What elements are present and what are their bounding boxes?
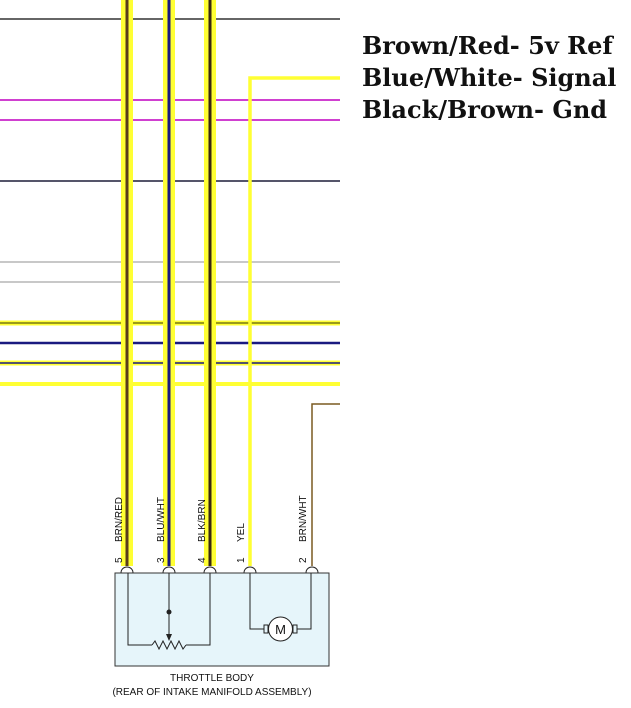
wire-legend: Brown/Red- 5v Ref Blue/White- Signal Bla… bbox=[362, 30, 616, 126]
motor-label: M bbox=[275, 622, 286, 637]
component-subtitle: (REAR OF INTAKE MANIFOLD ASSEMBLY) bbox=[112, 687, 311, 698]
potentiometer-circuit bbox=[127, 573, 211, 651]
pin-number-5: 5 bbox=[114, 557, 125, 563]
pin-number-1: 1 bbox=[236, 557, 247, 563]
legend-signal: Blue/White- Signal bbox=[362, 63, 617, 92]
wiper-junction-dot bbox=[166, 609, 172, 615]
pin-labels: 5 BRN/RED 3 BLU/WHT 4 BLK/BRN 1 YEL 2 BR… bbox=[114, 495, 309, 563]
pot-wire-left bbox=[127, 573, 152, 646]
pin-label-brnred: BRN/RED bbox=[114, 497, 125, 542]
pin-number-3: 3 bbox=[156, 557, 167, 563]
pin-number-2: 2 bbox=[298, 557, 309, 563]
motor-wire-right bbox=[297, 573, 312, 630]
legend-5v-ref: Brown/Red- 5v Ref bbox=[362, 31, 613, 60]
component-title: THROTTLE BODY bbox=[170, 673, 254, 684]
wire-yel-pin1 bbox=[248, 76, 340, 566]
motor-icon bbox=[268, 616, 293, 642]
pin-number-4: 4 bbox=[197, 557, 208, 563]
motor-circuit bbox=[249, 573, 312, 642]
wire-brnwht-pin2 bbox=[311, 403, 340, 566]
pin-cup-1 bbox=[243, 566, 257, 574]
connector-pins bbox=[120, 566, 319, 574]
resistor-icon bbox=[151, 639, 187, 651]
pin-label-brnwht: BRN/WHT bbox=[298, 495, 309, 542]
throttle-body-box bbox=[114, 572, 330, 667]
pot-wire-right bbox=[186, 573, 211, 646]
vertical-wires bbox=[121, 0, 216, 566]
pin-label-bluwht: BLU/WHT bbox=[156, 497, 167, 542]
pin-cup-4 bbox=[203, 566, 217, 574]
pin-cup-3 bbox=[162, 566, 176, 574]
pin-cup-5 bbox=[120, 566, 134, 574]
motor-wire-left bbox=[249, 573, 264, 630]
pin-label-yel: YEL bbox=[236, 523, 247, 542]
legend-ground: Black/Brown- Gnd bbox=[362, 95, 608, 124]
pin-cup-2 bbox=[305, 566, 319, 574]
pin-label-blkbrn: BLK/BRN bbox=[197, 499, 208, 542]
wiper-arrow-icon bbox=[166, 634, 172, 641]
